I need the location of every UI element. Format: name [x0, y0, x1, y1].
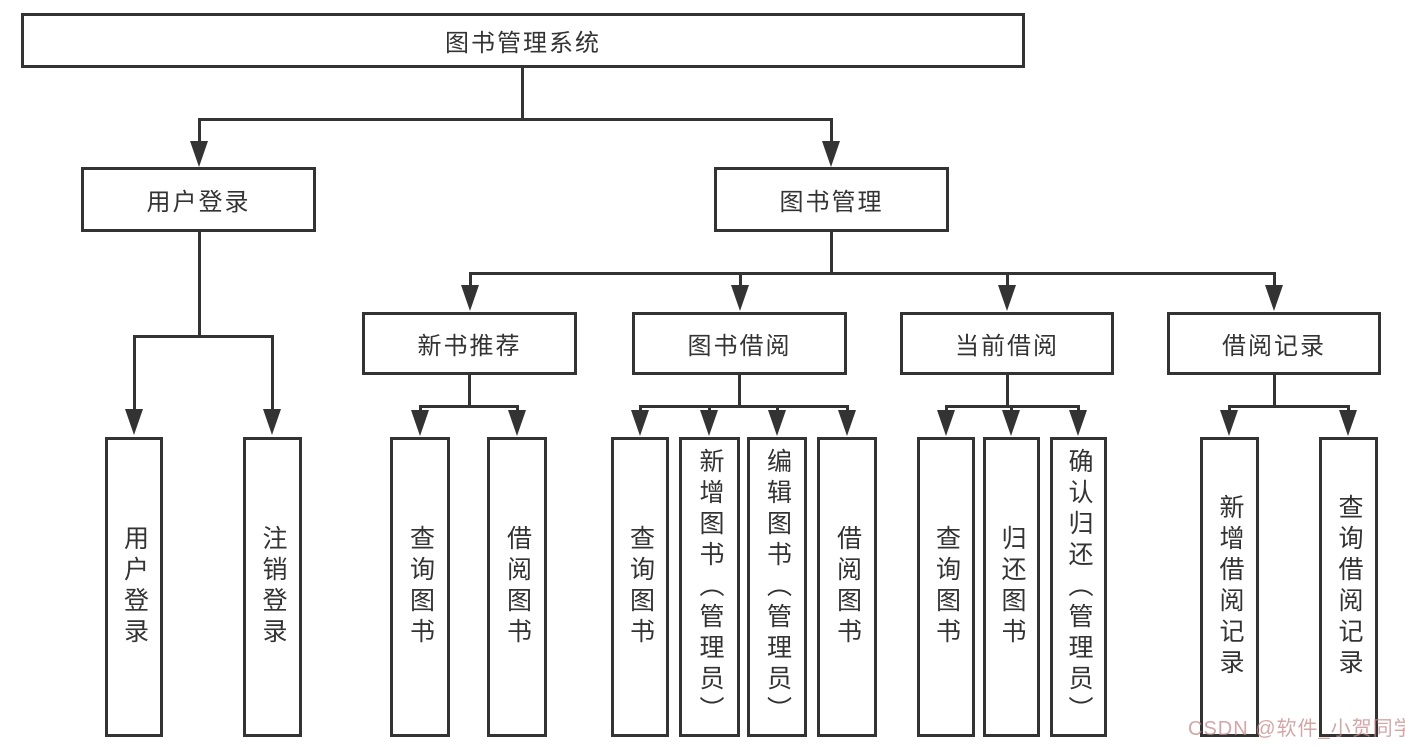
leaf-logout-label: 注销登录: [259, 525, 287, 649]
leaf-confirm-return-admin-label: 确认归还（管理员）: [1065, 447, 1093, 727]
connector-line: [271, 335, 274, 411]
leaf-logout: 注销登录: [243, 437, 302, 737]
connector-line: [1273, 272, 1276, 288]
connector-line: [738, 375, 741, 408]
connector-line: [1010, 405, 1013, 413]
leaf-user-login: 用户登录: [105, 437, 163, 737]
leaf-borrow-book-2: 借阅图书: [817, 437, 877, 737]
leaf-add-borrow-record-label: 新增借阅记录: [1216, 494, 1244, 680]
node-book-management: 图书管理: [714, 167, 949, 232]
connector-line: [133, 335, 274, 338]
arrow-down-icon: [822, 141, 840, 167]
leaf-add-book-admin: 新增图书（管理员）: [679, 437, 740, 737]
node-current-borrow-label: 当前借阅: [955, 333, 1059, 360]
connector-line: [419, 405, 422, 413]
arrow-down-icon: [190, 141, 208, 167]
node-book-borrow: 图书借阅: [632, 312, 847, 375]
arrow-down-icon: [1220, 410, 1238, 436]
connector-line: [1006, 272, 1009, 288]
connector-line: [469, 272, 472, 288]
arrow-down-icon: [461, 285, 479, 311]
leaf-edit-book-admin: 编辑图书（管理员）: [747, 437, 807, 737]
leaf-query-borrow-record-label: 查询借阅记录: [1335, 494, 1363, 680]
arrow-down-icon: [125, 409, 143, 435]
node-borrow-record: 借阅记录: [1167, 312, 1381, 375]
node-user-login: 用户登录: [81, 167, 316, 232]
node-borrow-record-label: 借阅记录: [1222, 333, 1326, 360]
arrow-down-icon: [768, 410, 786, 436]
leaf-confirm-return-admin: 确认归还（管理员）: [1050, 437, 1107, 737]
connector-line: [199, 118, 833, 121]
node-root-label: 图书管理系统: [445, 30, 601, 57]
leaf-borrow-book-2-label: 借阅图书: [833, 525, 862, 649]
node-book-management-label: 图书管理: [779, 189, 884, 216]
arrow-down-icon: [838, 410, 856, 436]
arrow-down-icon: [508, 410, 526, 436]
node-new-book-recommend: 新书推荐: [362, 312, 577, 375]
connector-line: [639, 405, 642, 413]
leaf-query-book-3-label: 查询图书: [932, 525, 961, 649]
leaf-return-book-label: 归还图书: [998, 525, 1026, 649]
leaf-query-book-1: 查询图书: [390, 437, 450, 737]
leaf-add-borrow-record: 新增借阅记录: [1200, 437, 1259, 737]
connector-line: [846, 405, 849, 413]
connector-line: [830, 232, 833, 274]
arrow-down-icon: [731, 285, 749, 311]
leaf-query-book-2: 查询图书: [611, 437, 669, 737]
arrow-down-icon: [700, 410, 718, 436]
connector-line: [521, 68, 524, 118]
connector-line: [198, 118, 201, 146]
connector-line: [133, 335, 136, 411]
leaf-query-borrow-record: 查询借阅记录: [1319, 437, 1378, 737]
connector-line: [1228, 405, 1349, 408]
leaf-borrow-book-1-label: 借阅图书: [503, 525, 532, 649]
leaf-query-book-2-label: 查询图书: [626, 525, 655, 649]
connector-line: [516, 405, 519, 413]
node-book-borrow-label: 图书借阅: [687, 333, 792, 360]
arrow-down-icon: [998, 285, 1016, 311]
node-user-login-label: 用户登录: [146, 189, 251, 216]
arrow-down-icon: [263, 409, 281, 435]
connector-line: [776, 405, 779, 413]
leaf-query-book-1-label: 查询图书: [406, 525, 435, 649]
leaf-query-book-3: 查询图书: [917, 437, 975, 737]
csdn-watermark: CSDN @软件_小贺同学: [1188, 718, 1405, 740]
connector-line: [468, 375, 471, 408]
node-root: 图书管理系统: [21, 13, 1025, 68]
leaf-user-login-label: 用户登录: [120, 525, 149, 649]
node-new-book-recommend-label: 新书推荐: [417, 333, 522, 360]
connector-line: [708, 405, 711, 413]
arrow-down-icon: [1265, 285, 1283, 311]
leaf-edit-book-admin-label: 编辑图书（管理员）: [763, 447, 792, 727]
leaf-return-book: 归还图书: [983, 437, 1040, 737]
connector-line: [945, 405, 948, 413]
leaf-borrow-book-1: 借阅图书: [487, 437, 547, 737]
connector-line: [1077, 405, 1080, 413]
arrow-down-icon: [937, 410, 955, 436]
connector-line: [419, 405, 519, 408]
node-current-borrow: 当前借阅: [900, 312, 1114, 375]
connector-line: [1228, 405, 1231, 413]
arrow-down-icon: [1339, 410, 1357, 436]
connector-line: [830, 118, 833, 146]
arrow-down-icon: [1002, 410, 1020, 436]
arrow-down-icon: [1069, 410, 1087, 436]
connector-line: [1347, 405, 1350, 413]
connector-line: [198, 232, 201, 338]
leaf-add-book-admin-label: 新增图书（管理员）: [696, 447, 724, 727]
connector-line: [1273, 375, 1276, 408]
arrow-down-icon: [411, 410, 429, 436]
connector-line: [469, 272, 1276, 275]
connector-line: [1006, 375, 1009, 408]
connector-line: [639, 405, 848, 408]
connector-line: [739, 272, 742, 288]
arrow-down-icon: [631, 410, 649, 436]
